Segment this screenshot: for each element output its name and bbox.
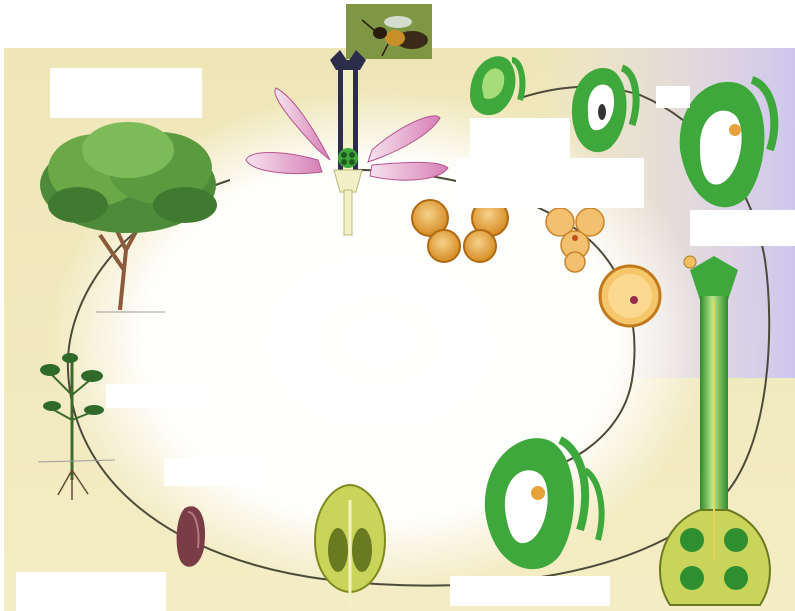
label-box-seed bbox=[164, 458, 262, 486]
seed-icon bbox=[177, 506, 205, 567]
label-box-bottom-left bbox=[16, 572, 166, 611]
label-box-seedling bbox=[106, 384, 208, 408]
label-box-pollen bbox=[456, 158, 644, 208]
label-box-carpel-1 bbox=[470, 118, 570, 158]
label-box-carpel-2 bbox=[656, 86, 690, 108]
honeybee-icon bbox=[346, 4, 432, 59]
label-box-tree bbox=[50, 68, 202, 118]
mature-pollen-grain bbox=[600, 266, 660, 326]
label-box-carpel-3 bbox=[690, 210, 795, 246]
label-box-bottom-center bbox=[450, 576, 610, 606]
